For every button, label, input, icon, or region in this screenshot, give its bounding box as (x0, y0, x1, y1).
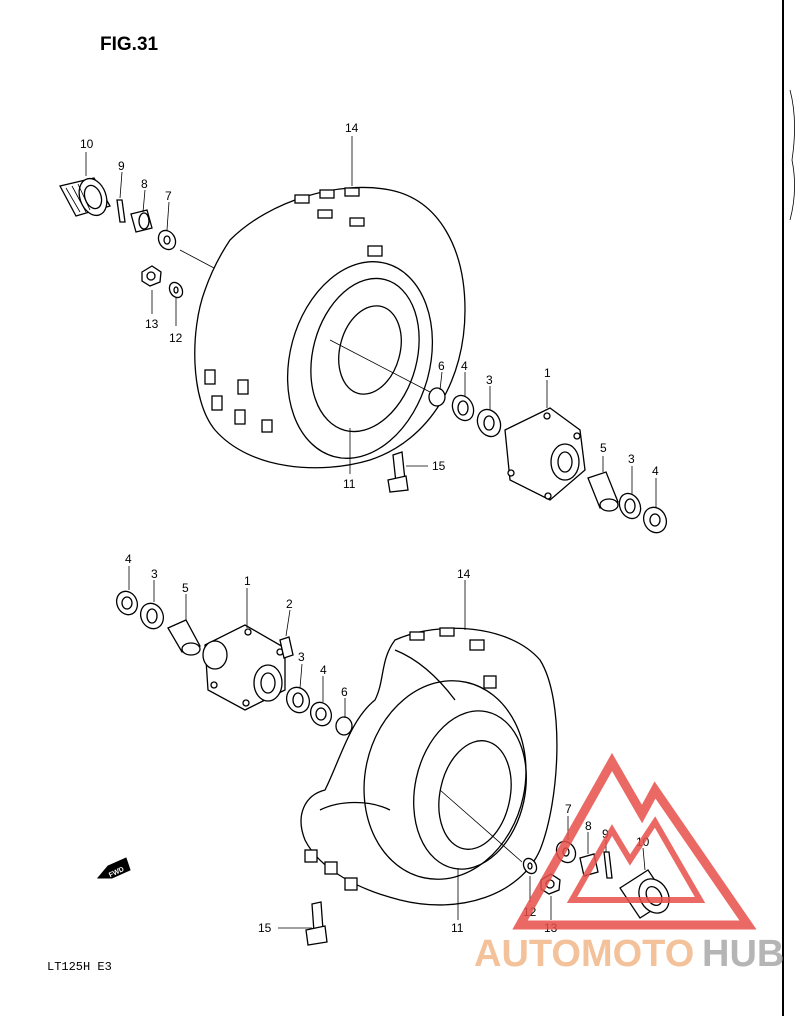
bottom-callout-6: 6 (341, 685, 348, 699)
watermark-text-hub: HUB (702, 933, 784, 975)
top-part-castle-nut (130, 209, 153, 233)
bottom-callout-9: 9 (602, 827, 609, 841)
top-part-bearing-3 (476, 408, 502, 438)
bottom-callout-7: 7 (565, 802, 572, 816)
bottom-part-seal-4a (115, 590, 139, 616)
top-part-seal-4 (451, 394, 475, 422)
figure-title: FIG.31 (100, 34, 159, 55)
bottom-part-bearing-3a (139, 602, 165, 630)
bottom-part-hub (202, 624, 286, 711)
top-callout-5: 5 (600, 441, 607, 455)
bottom-callout-2: 2 (286, 597, 293, 611)
top-callout-8: 8 (141, 177, 148, 191)
top-part-cotter-pin (116, 199, 126, 223)
top-assembly: 10 9 8 7 13 12 14 6 4 3 1 11 15 5 3 4 (59, 121, 668, 534)
watermark-triangle-inner (566, 816, 706, 903)
bottom-callout-11: 11 (451, 921, 464, 935)
top-callout-3b: 3 (628, 452, 635, 466)
top-part-nut-cap (59, 177, 111, 217)
top-part-nut (141, 265, 162, 287)
top-callout-3a: 3 (486, 373, 493, 387)
top-wheel-tire (194, 186, 466, 469)
bottom-part-stud (279, 636, 294, 659)
top-part-seal-4b (642, 506, 668, 534)
top-part-washer (157, 229, 177, 251)
bottom-leader-lines (128, 566, 646, 929)
top-callout-14: 14 (345, 121, 359, 135)
top-callout-15: 15 (432, 459, 446, 473)
bottom-part-spacer-6 (335, 716, 353, 736)
bottom-callout-4b: 4 (320, 663, 327, 677)
bottom-assembly: FWD 4 3 5 1 2 3 4 (96, 552, 670, 946)
bottom-callout-5: 5 (182, 581, 189, 595)
top-callout-13: 13 (145, 317, 159, 331)
bottom-part-cotter-pin (603, 851, 613, 879)
top-part-small-washer (168, 281, 184, 299)
top-callout-7: 7 (165, 189, 172, 203)
bottom-part-nut-cap (619, 869, 670, 919)
watermark-text-automoto: AUTOMOTO (474, 933, 694, 975)
bottom-part-washer-12 (522, 857, 538, 875)
bottom-callout-14: 14 (457, 567, 471, 581)
top-callout-9: 9 (118, 159, 125, 173)
top-part-spacer-tube (587, 471, 619, 512)
bottom-callout-3a: 3 (151, 567, 158, 581)
bottom-callout-15: 15 (258, 921, 272, 935)
top-callout-1: 1 (544, 366, 551, 380)
top-part-hub (504, 407, 586, 501)
top-callout-4b: 4 (652, 464, 659, 478)
top-part-valve (387, 451, 409, 493)
watermark-triangle-outer (512, 752, 757, 930)
fwd-direction-badge: FWD (96, 857, 131, 879)
bottom-callout-1: 1 (244, 574, 251, 588)
top-part-bearing-3b (618, 492, 642, 520)
bottom-callout-4a: 4 (125, 552, 132, 566)
top-callout-6: 6 (438, 359, 445, 373)
top-callout-12: 12 (169, 331, 183, 345)
top-callout-11: 11 (343, 477, 356, 491)
bottom-callout-8: 8 (585, 819, 592, 833)
bottom-part-valve (305, 901, 328, 946)
bottom-wheel-tire (300, 627, 558, 906)
bottom-part-seal-4b (309, 701, 333, 727)
top-part-spacer-6 (428, 387, 446, 407)
bottom-part-spacer-tube (167, 619, 201, 656)
watermark-logo: AUTOMOTO HUB (474, 752, 784, 975)
top-callout-4a: 4 (461, 359, 468, 373)
bottom-callout-3b: 3 (298, 650, 305, 664)
top-leader-lines (85, 136, 657, 508)
bottom-part-bearing-3b (285, 686, 311, 714)
model-code: LT125H E3 (47, 960, 112, 974)
page-edge-curl (789, 89, 795, 221)
top-callout-10: 10 (80, 137, 94, 151)
